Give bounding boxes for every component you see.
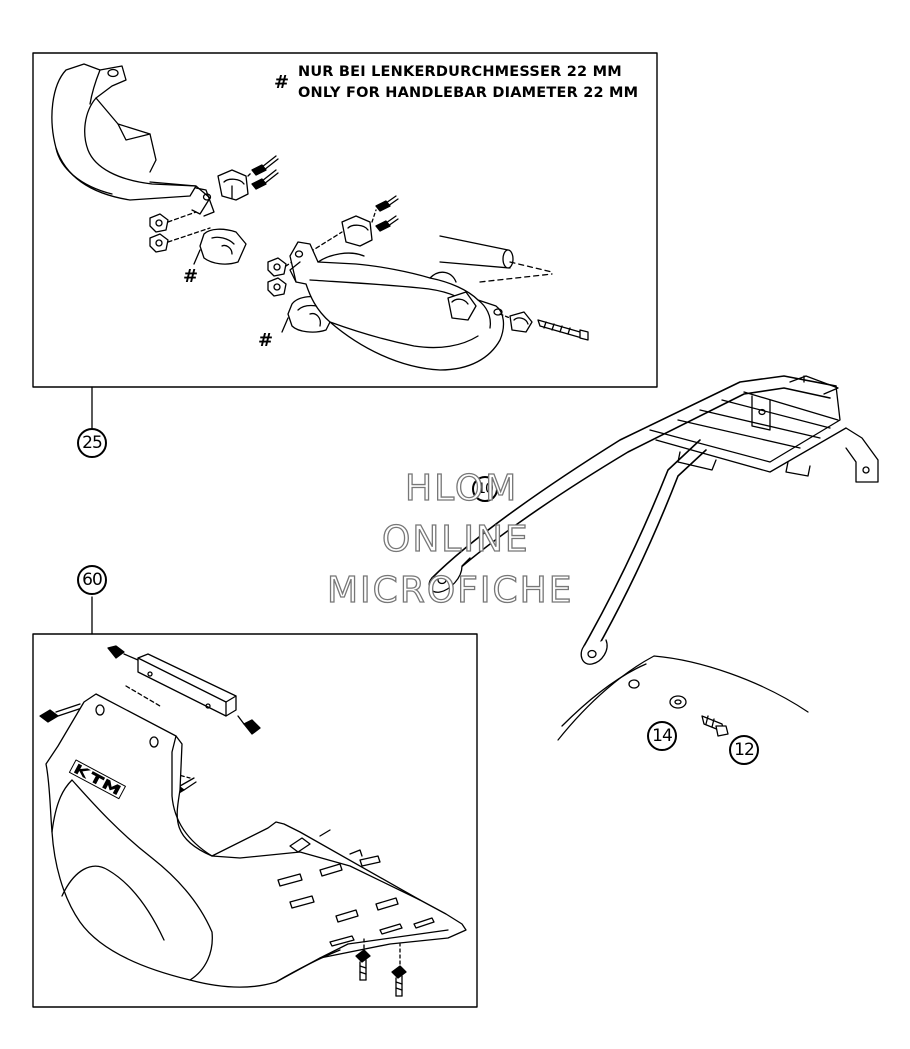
right-clamp <box>309 195 399 253</box>
rear-fender <box>557 655 809 741</box>
handlebar-end <box>439 235 553 283</box>
rear-rack <box>428 375 879 665</box>
note-line-en: ONLY FOR HANDLEBAR DIAMETER 22 MM <box>298 85 639 101</box>
bar-end-bolt <box>499 311 589 341</box>
mounting-bar <box>107 645 261 735</box>
skid-plate <box>45 693 467 988</box>
callout-12: 12 <box>729 735 759 765</box>
hash-mark-right-spacer: # <box>258 330 274 351</box>
left-clamp <box>217 155 279 201</box>
callout-60: 60 <box>77 565 107 595</box>
left-handguard <box>51 63 215 217</box>
left-nuts <box>149 211 211 253</box>
right-handguard <box>289 241 505 371</box>
right-nuts <box>267 257 293 297</box>
ktm-logo <box>68 759 126 800</box>
left-spacer <box>193 228 247 265</box>
watermark-line-3: MICROFICHE <box>326 569 574 611</box>
callout-14: 14 <box>647 721 677 751</box>
note-symbol: # <box>274 72 290 93</box>
washer-part <box>669 695 687 709</box>
hash-mark-left-spacer: # <box>183 266 199 287</box>
watermark-line-2: ONLINE <box>381 518 530 560</box>
skid-plate-kit-frame <box>32 633 478 1008</box>
callout-10: 10 <box>472 476 498 502</box>
handguard-kit-frame <box>32 52 658 388</box>
callout-25: 25 <box>77 428 107 458</box>
note-line-de: NUR BEI LENKERDURCHMESSER 22 MM <box>298 64 622 80</box>
bolt-part <box>701 715 729 737</box>
bottom-bolts <box>355 935 407 997</box>
watermark-line-1: HLOM <box>404 467 519 509</box>
